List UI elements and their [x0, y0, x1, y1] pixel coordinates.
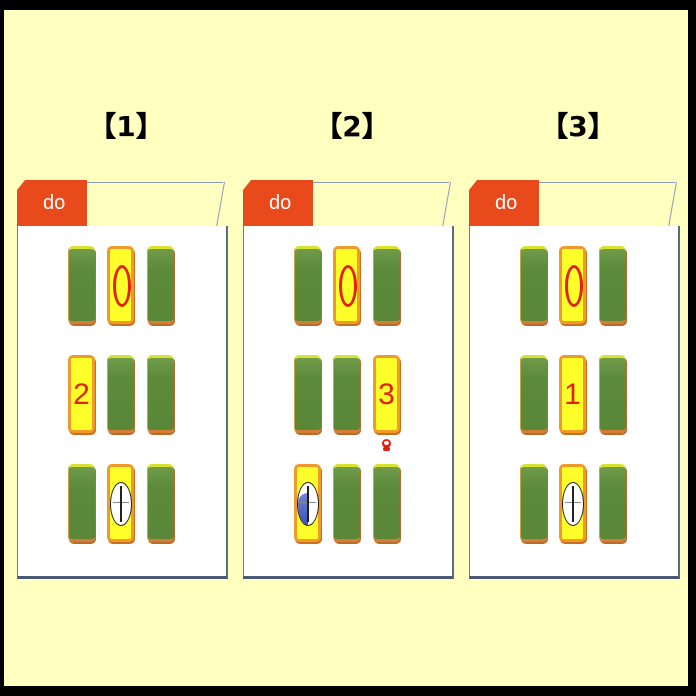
panel-2-tab[interactable]: do: [243, 180, 313, 226]
canvas-background: 【1】 【2】 【3】 do 2 do 3 do 1: [4, 10, 688, 686]
clock-icon: [562, 482, 584, 526]
grid-button-r1-c1[interactable]: [294, 246, 321, 324]
panel-1-board: 2: [17, 226, 228, 579]
grid-button-r2-c1[interactable]: 2: [68, 355, 95, 433]
panel-2: do 3: [243, 180, 454, 580]
panel-3-title: 【3】: [540, 110, 616, 143]
grid-button-r2-c3[interactable]: [147, 355, 174, 433]
tab-label: do: [495, 192, 518, 214]
grid-button-r3-c1[interactable]: [520, 464, 547, 542]
panel-3-board: 1: [469, 226, 680, 579]
panel-3: do 1: [469, 180, 680, 580]
board-edge: [313, 182, 453, 226]
grid-button-r1-c2[interactable]: [333, 246, 360, 324]
grid-button-r2-c3[interactable]: 3: [373, 355, 400, 433]
grid-button-r3-c3[interactable]: [373, 464, 400, 542]
zero-symbol-icon: [565, 265, 583, 307]
zero-symbol-icon: [339, 265, 357, 307]
grid-button-r2-c2[interactable]: 1: [559, 355, 586, 433]
grid-button-r1-c3[interactable]: [147, 246, 174, 324]
tab-label: do: [43, 192, 66, 214]
grid-button-r3-c3[interactable]: [147, 464, 174, 542]
grid-button-r1-c1[interactable]: [68, 246, 95, 324]
grid-button-r1-c2[interactable]: [559, 246, 586, 324]
character-marker-icon: [382, 439, 391, 451]
panel-1: do 2: [17, 180, 228, 580]
clock-icon: [110, 482, 132, 526]
grid-button-r1-c1[interactable]: [520, 246, 547, 324]
grid-button-r3-c1[interactable]: [68, 464, 95, 542]
zero-symbol-icon: [113, 265, 131, 307]
panel-2-title: 【2】: [314, 110, 390, 143]
grid-button-r1-c3[interactable]: [599, 246, 626, 324]
grid-button-r2-c2[interactable]: [333, 355, 360, 433]
grid-button-r3-c2[interactable]: [333, 464, 360, 542]
tab-label: do: [269, 192, 292, 214]
board-edge: [539, 182, 679, 226]
board-edge: [87, 182, 227, 226]
digit-label: 1: [564, 378, 581, 411]
clock-icon-partial: [297, 482, 319, 526]
grid-button-r3-c3[interactable]: [599, 464, 626, 542]
panel-3-tab[interactable]: do: [469, 180, 539, 226]
grid-button-r1-c2[interactable]: [107, 246, 134, 324]
panel-1-tab[interactable]: do: [17, 180, 87, 226]
grid-button-r3-c1[interactable]: [294, 464, 321, 542]
grid-button-r2-c3[interactable]: [599, 355, 626, 433]
grid-button-r2-c1[interactable]: [294, 355, 321, 433]
grid-button-r3-c2[interactable]: [107, 464, 134, 542]
digit-label: 3: [378, 378, 395, 411]
panel-1-title: 【1】: [88, 110, 164, 143]
grid-button-r3-c2[interactable]: [559, 464, 586, 542]
grid-button-r1-c3[interactable]: [373, 246, 400, 324]
digit-label: 2: [73, 378, 90, 411]
grid-button-r2-c2[interactable]: [107, 355, 134, 433]
grid-button-r2-c1[interactable]: [520, 355, 547, 433]
panel-2-board: 3: [243, 226, 454, 579]
